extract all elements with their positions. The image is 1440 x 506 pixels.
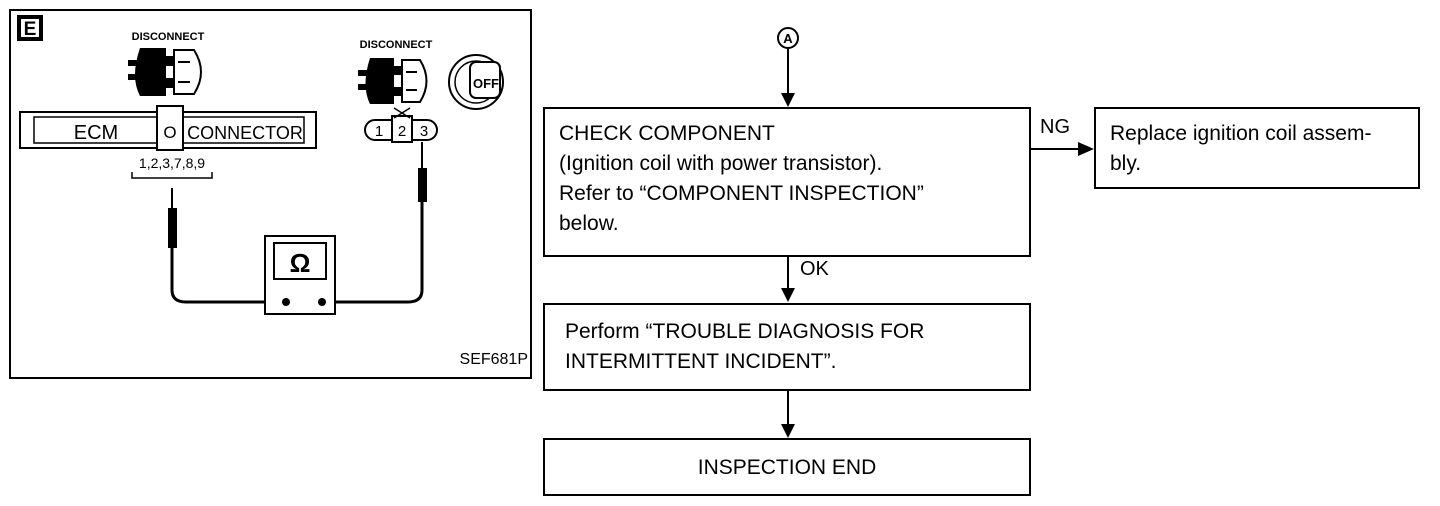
check-component-line-1: CHECK COMPONENT [559,122,775,145]
coil-disconnect-connector-icon [358,58,428,104]
ignition-key-label: OFF [473,76,499,91]
coil-probe [418,142,427,290]
replace-coil-line-2: bly. [1110,152,1142,175]
start-marker-letter: A [783,31,793,46]
ecm-pin-list: 1,2,3,7,8,9 [139,155,205,171]
ignition-key-off-icon: OFF [448,54,504,110]
inspection-end-label: INSPECTION END [697,456,877,479]
arrowhead-start [781,93,795,107]
ecm-connector-block: ECM O CONNECTOR [19,105,317,151]
ecm-disconnect-connector-icon [128,48,202,96]
coil-pin-1: 1 [375,123,383,140]
coil-pin-2: 2 [398,123,406,140]
check-component-line-4: below. [559,212,619,235]
coil-pin-3: 3 [420,123,428,140]
section-badge: E [17,15,43,41]
replace-coil-line-1: Replace ignition coil assem- [1110,122,1372,145]
flowchart-connectors: A [777,27,1094,438]
ecm-terminal-label: O [163,123,176,142]
ecm-probe [168,188,177,290]
section-badge-letter: E [24,19,37,40]
check-component-box: CHECK COMPONENT (Ignition coil with powe… [543,107,1031,257]
illustration-panel: E DISCONNECT ECM O CONNECTOR 1,2,3,7,8,9… [9,9,532,379]
connector-label: CONNECTOR [187,123,303,143]
perform-diagnosis-box: Perform “TROUBLE DIAGNOSIS FOR INTERMITT… [543,303,1031,391]
ecm-test-lead [170,289,286,304]
ecm-disconnect-label: DISCONNECT [132,31,205,43]
ohmmeter-icon: Ω [264,235,336,315]
perform-diagnosis-line-1: Perform “TROUBLE DIAGNOSIS FOR [565,320,925,343]
ok-label: OK [800,258,829,280]
coil-connector-pins: 1 2 3 [364,107,438,143]
arrowhead-end [781,424,795,438]
replace-coil-box: Replace ignition coil assem- bly. [1094,107,1420,189]
inspection-end-box: INSPECTION END [543,438,1031,496]
start-marker: A [777,27,799,49]
check-component-line-2: (Ignition coil with power transistor). [559,152,883,175]
figure-code: SEF681P [460,351,528,368]
check-component-line-3: Refer to “COMPONENT INSPECTION” [559,182,924,205]
ecm-pin-bracket [131,172,213,179]
ecm-label: ECM [74,122,118,144]
coil-disconnect-label: DISCONNECT [360,39,433,51]
ohm-symbol: Ω [290,248,311,278]
arrowhead-ok [781,288,795,302]
perform-diagnosis-line-2: INTERMITTENT INCIDENT”. [565,350,837,373]
coil-test-lead [322,289,424,304]
arrowhead-ng [1078,142,1094,156]
illustration-frame [9,9,532,379]
ng-label: NG [1040,116,1070,138]
